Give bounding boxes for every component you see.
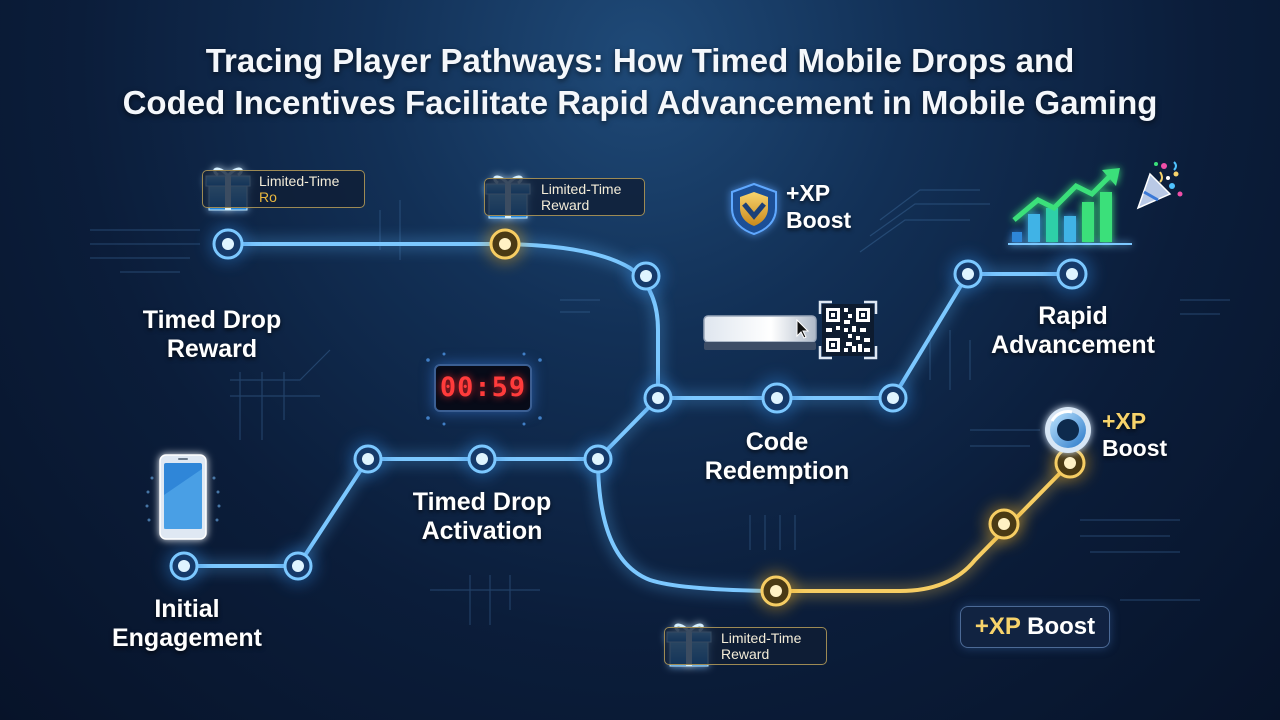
node [1050, 252, 1094, 296]
node [278, 546, 318, 586]
smartphone-icon [159, 454, 207, 540]
page-title: Tracing Player Pathways: How Timed Mobil… [0, 40, 1280, 124]
xp-boost-gold: +XP Boost [1102, 408, 1167, 462]
stage-label-line: Redemption [704, 457, 850, 485]
stage-timed-drop-reward: Timed Drop Reward [143, 306, 281, 364]
stage-label-line: Engagement [111, 624, 263, 652]
xp-orb-icon [1045, 407, 1091, 453]
stage-label-line: Rapid [1038, 302, 1108, 330]
reward-tag-3: Limited-Time Reward [664, 627, 827, 665]
node [948, 254, 988, 294]
stage-label-line: Initial [154, 595, 220, 623]
xp-boost-shield: +XP Boost [786, 180, 851, 234]
xp-boost-pill-suffix: Boost [1020, 613, 1096, 640]
node [984, 504, 1024, 544]
node [638, 378, 678, 418]
party-popper-icon [1136, 161, 1183, 210]
node [626, 256, 666, 296]
reward-tag-3-line-2: Reward [721, 646, 770, 662]
reward-tag-3-line-1: Limited-Time [721, 630, 802, 646]
reward-tag-2-line-1: Limited-Time [541, 181, 622, 197]
xp-boost-line: +XP [786, 180, 831, 206]
reward-tag-1-line-1: Limited-Time [259, 173, 340, 189]
stage-label-line: Code [745, 428, 809, 456]
stage-initial-engagement: Initial Engagement [112, 595, 262, 653]
pathway-nodes [164, 224, 1094, 586]
stage-label-line: Timed Drop [412, 488, 552, 516]
cursor-arrow-icon [796, 318, 810, 339]
node [164, 546, 204, 586]
node [756, 571, 796, 611]
stage-label-line: Advancement [991, 331, 1155, 359]
node [873, 378, 913, 418]
node [208, 224, 248, 264]
timer-dots [426, 352, 542, 426]
page-title-line-1: Tracing Player Pathways: How Timed Mobil… [205, 42, 1075, 79]
shield-badge-icon [731, 182, 777, 236]
code-input-bar-icon [703, 315, 817, 350]
xp-boost-pill-prefix: +XP [974, 613, 1021, 640]
stage-code-redemption: Code Redemption [705, 428, 849, 486]
page-title-line-2: Coded Incentives Facilitate Rapid Advanc… [122, 84, 1158, 121]
node [755, 376, 799, 420]
pathway-bottom [593, 458, 1074, 596]
xp-boost-pill: +XP Boost [960, 606, 1110, 648]
reward-tag-2-line-2: Reward [541, 197, 590, 213]
stage-label-line: Activation [421, 517, 543, 545]
digital-timer-icon: 00:59 [434, 364, 532, 412]
xp-boost-line: Boost [786, 207, 852, 233]
stage-timed-drop-activation: Timed Drop Activation [413, 488, 551, 546]
stage-label-line: Timed Drop [142, 306, 282, 334]
reward-tag-1-line-2: Ro [259, 189, 277, 205]
node [485, 224, 525, 264]
xp-boost-line: +XP [1102, 408, 1147, 434]
node [578, 439, 618, 479]
stage-label-line: Reward [166, 335, 258, 363]
node [462, 439, 502, 479]
qr-code-icon [818, 300, 878, 360]
pathway-nodes-gold [485, 224, 1090, 611]
signal-dots [145, 476, 221, 522]
xp-boost-line: Boost [1102, 435, 1168, 461]
node [348, 439, 388, 479]
stage-rapid-advancement: Rapid Advancement [991, 302, 1155, 360]
growth-chart-icon [1008, 168, 1132, 245]
reward-tag-2: Limited-Time Reward [484, 178, 645, 216]
reward-tag-1: Limited-Time Ro [202, 170, 365, 208]
circuit-traces [90, 189, 1230, 625]
